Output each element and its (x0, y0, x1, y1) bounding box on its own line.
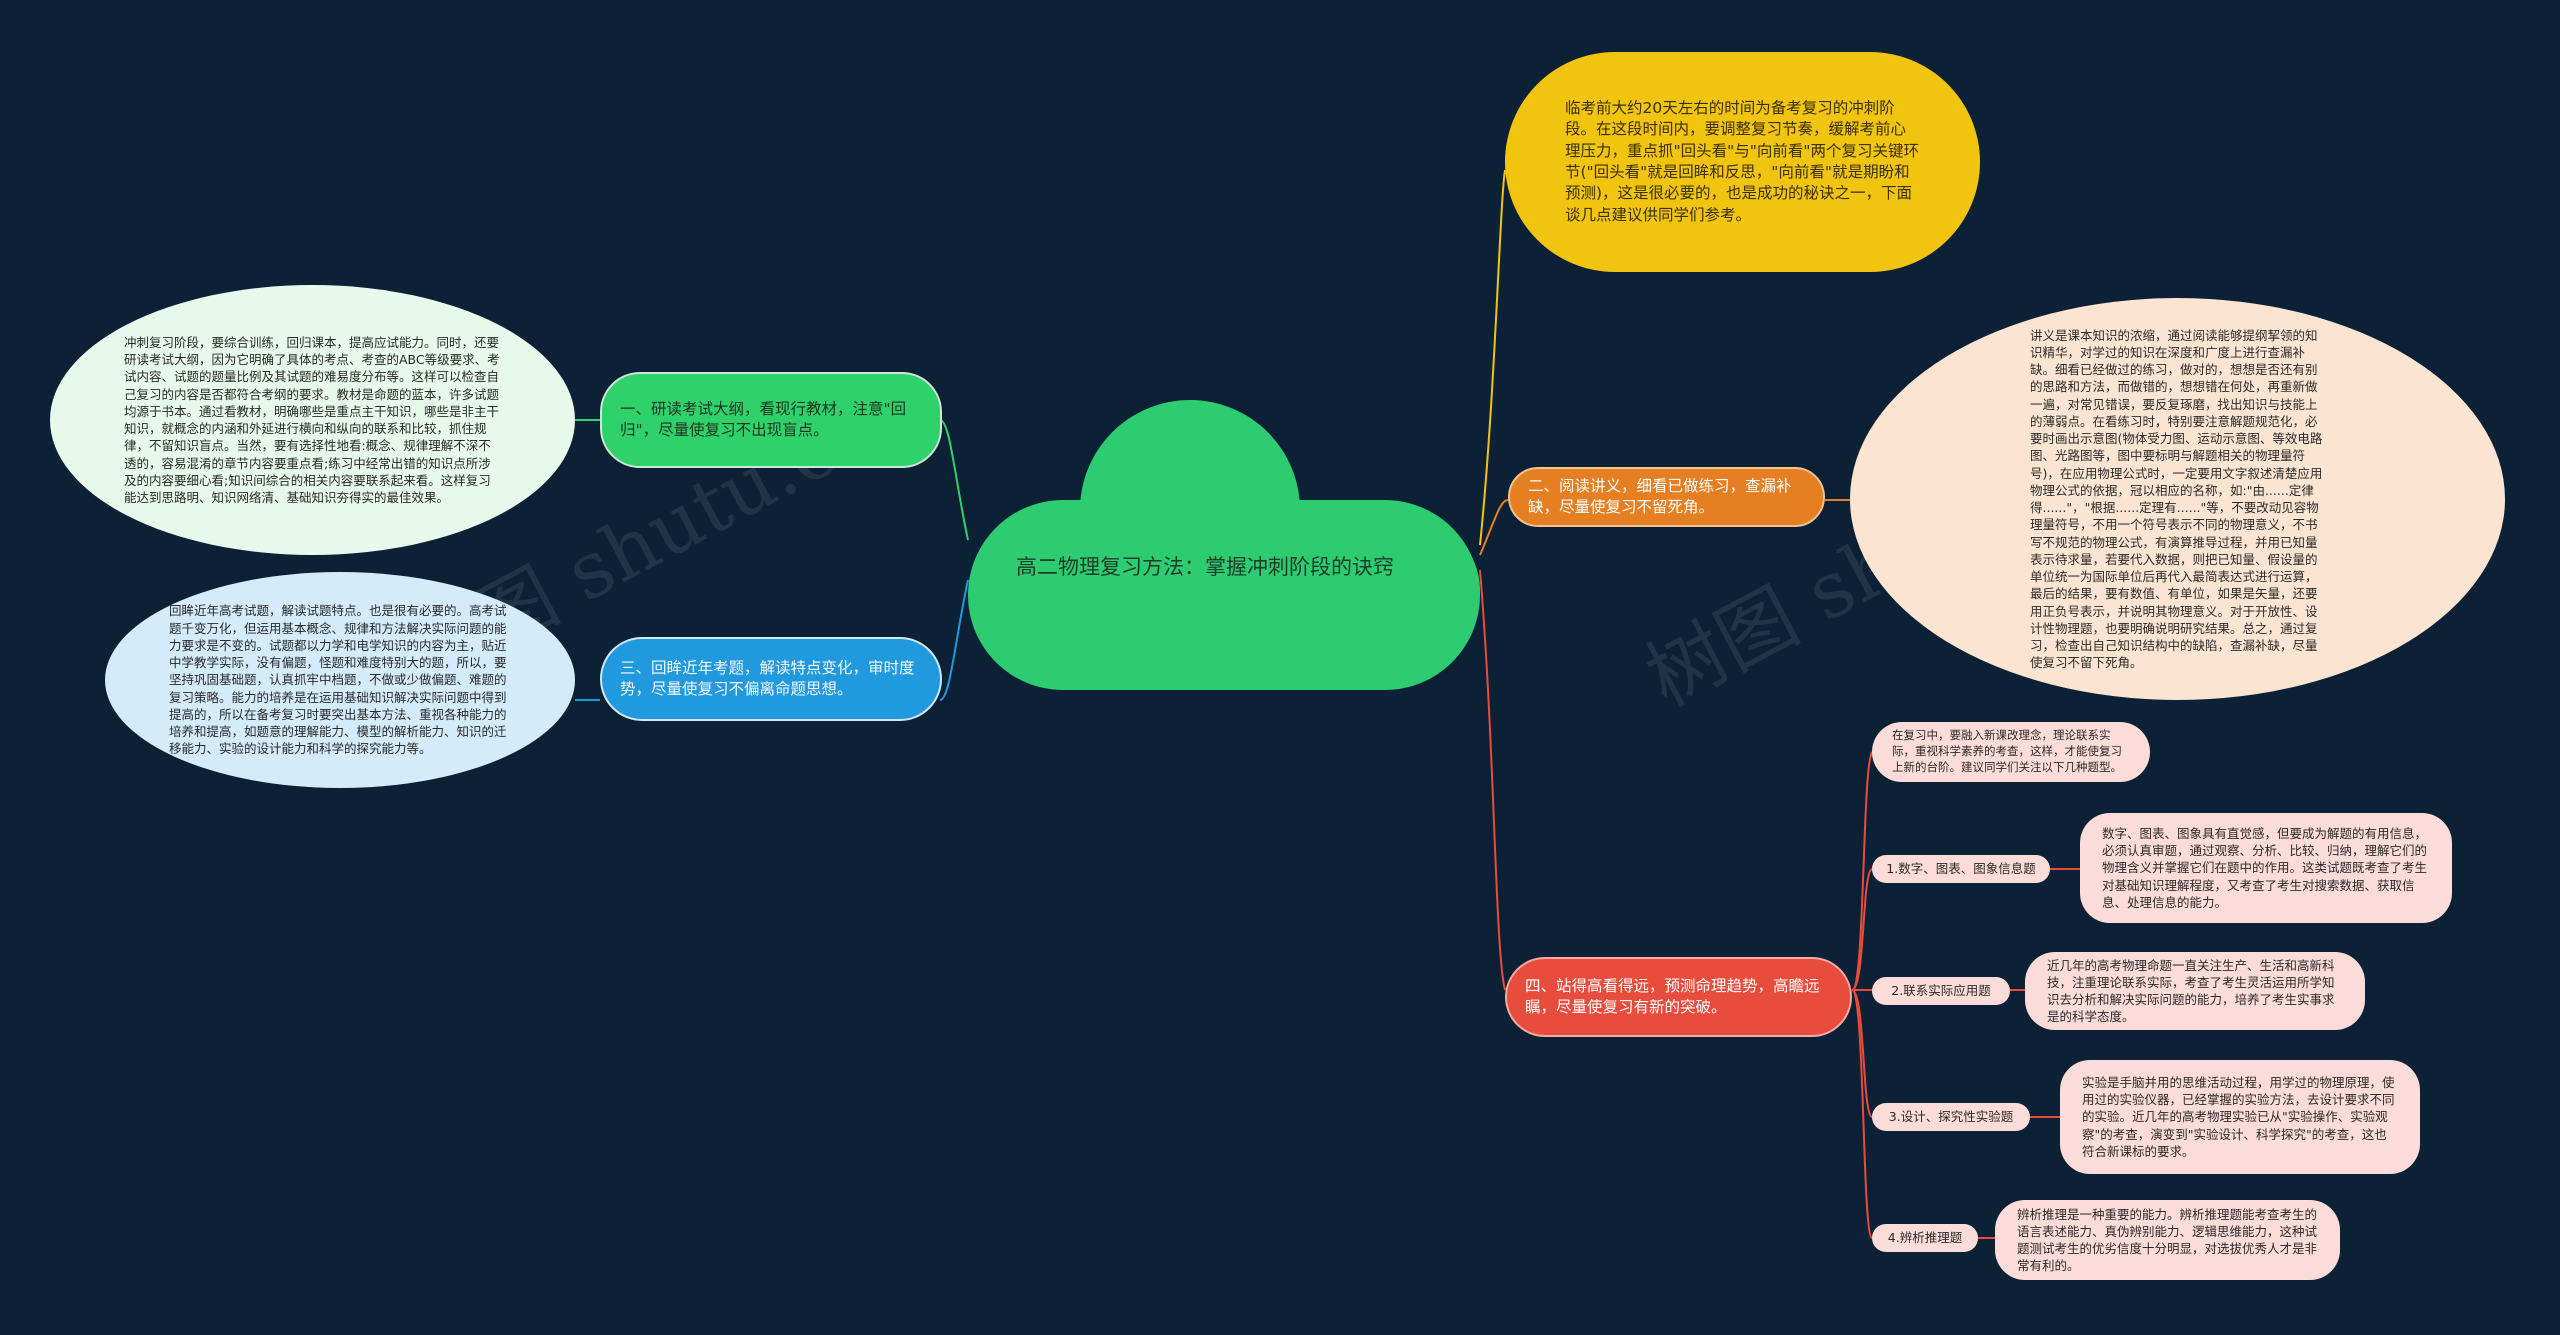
intro-node[interactable]: 临考前大约20天左右的时间为备考复习的冲刺阶段。在这段时间内，要调整复习节奏，缓… (1505, 52, 1980, 272)
center-title: 高二物理复习方法：掌握冲刺阶段的诀窍 (1016, 555, 1394, 579)
branch2-detail[interactable]: 讲义是课本知识的浓缩，通过阅读能够提纲挈领的知识精华，对学过的知识在深度和广度上… (1850, 298, 2505, 700)
item4-detail-text: 辨析推理是一种重要的能力。辨析推理题能考查考生的语言表述能力、真伪辨别能力、逻辑… (2017, 1206, 2318, 1274)
item2-detail[interactable]: 近几年的高考物理命题一直关注生产、生活和高新科技，注重理论联系实际，考查了考生灵… (2025, 952, 2365, 1030)
item1-detail-text: 数字、图表、图象具有直觉感，但要成为解题的有用信息，必须认真审题，通过观察、分析… (2102, 825, 2428, 910)
branch1-detail[interactable]: 冲刺复习阶段，要综合训练，回归课本，提高应试能力。同时，还要研读考试大纲，因为它… (50, 285, 575, 555)
branch4-summary[interactable]: 在复习中，要融入新课改理念，理论联系实际，重视科学素养的考查，这样，才能使复习上… (1872, 722, 2150, 782)
item3-label: 3.设计、探究性实验题 (1888, 1109, 2014, 1125)
branch4-node[interactable]: 四、站得高看得远，预测命理趋势，高瞻远瞩，尽量使复习有新的突破。 (1505, 957, 1852, 1037)
item2-detail-text: 近几年的高考物理命题一直关注生产、生活和高新科技，注重理论联系实际，考查了考生灵… (2047, 957, 2335, 1025)
center-cloud (968, 400, 1480, 690)
item2-label-node[interactable]: 2.联系实际应用题 (1872, 977, 2010, 1005)
item4-label: 4.辨析推理题 (1887, 1230, 1963, 1246)
branch3-detail[interactable]: 回眸近年高考试题，解读试题特点。也是很有必要的。高考试题千变万化，但运用基本概念… (105, 572, 575, 788)
item3-label-node[interactable]: 3.设计、探究性实验题 (1872, 1103, 2030, 1131)
branch4-label: 四、站得高看得远，预测命理趋势，高瞻远瞩，尽量使复习有新的突破。 (1525, 976, 1820, 1016)
branch1-label: 一、研读考试大纲，看现行教材，注意"回归"，尽量使复习不出现盲点。 (620, 399, 907, 439)
branch4-summary-text: 在复习中，要融入新课改理念，理论联系实际，重视科学素养的考查，这样，才能使复习上… (1892, 728, 2122, 774)
item4-label-node[interactable]: 4.辨析推理题 (1872, 1224, 1978, 1252)
branch2-node[interactable]: 二、阅读讲义，细看已做练习，查漏补缺，尽量使复习不留死角。 (1508, 467, 1825, 527)
branch3-node[interactable]: 三、回眸近年考题，解读特点变化，审时度势，尽量使复习不偏离命题思想。 (600, 637, 942, 721)
branch2-label: 二、阅读讲义，细看已做练习，查漏补缺，尽量使复习不留死角。 (1528, 476, 1792, 516)
branch1-detail-text: 冲刺复习阶段，要综合训练，回归课本，提高应试能力。同时，还要研读考试大纲，因为它… (124, 334, 500, 505)
branch2-detail-text: 讲义是课本知识的浓缩，通过阅读能够提纲挈领的知识精华，对学过的知识在深度和广度上… (2030, 327, 2323, 671)
item3-detail[interactable]: 实验是手脑并用的思维活动过程，用学过的物理原理，使用过的实验仪器，已经掌握的实验… (2060, 1060, 2420, 1174)
branch3-detail-text: 回眸近年高考试题，解读试题特点。也是很有必要的。高考试题千变万化，但运用基本概念… (169, 603, 507, 757)
item1-label-node[interactable]: 1.数字、图表、图象信息题 (1872, 855, 2050, 883)
branch3-label: 三、回眸近年考题，解读特点变化，审时度势，尽量使复习不偏离命题思想。 (620, 658, 915, 698)
item1-label: 1.数字、图表、图象信息题 (1886, 861, 2036, 877)
item2-label: 2.联系实际应用题 (1891, 983, 1991, 999)
branch1-node[interactable]: 一、研读考试大纲，看现行教材，注意"回归"，尽量使复习不出现盲点。 (600, 372, 942, 468)
intro-text: 临考前大约20天左右的时间为备考复习的冲刺阶段。在这段时间内，要调整复习节奏，缓… (1565, 98, 1920, 224)
item4-detail[interactable]: 辨析推理是一种重要的能力。辨析推理题能考查考生的语言表述能力、真伪辨别能力、逻辑… (1995, 1200, 2340, 1280)
item1-detail[interactable]: 数字、图表、图象具有直觉感，但要成为解题的有用信息，必须认真审题，通过观察、分析… (2080, 813, 2452, 923)
item3-detail-text: 实验是手脑并用的思维活动过程，用学过的物理原理，使用过的实验仪器，已经掌握的实验… (2082, 1074, 2395, 1159)
center-topic[interactable]: 高二物理复习方法：掌握冲刺阶段的诀窍 (990, 552, 1420, 582)
